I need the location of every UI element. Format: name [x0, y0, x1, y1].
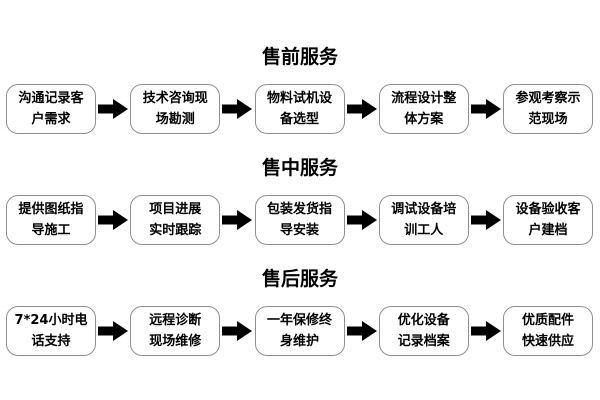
flow-step-line: 流程设计整: [391, 91, 457, 106]
arrow-right-icon: [222, 210, 253, 230]
flow-step-line: 技术咨询现: [142, 91, 208, 106]
section-midsale: 售中服务 提供图纸指 导施工 项目进展 实时跟踪 包装发货指 导安装 调试设备培…: [0, 157, 600, 245]
flow-step-line: 项目进展: [149, 202, 202, 217]
flow-step-line: 体方案: [404, 112, 444, 127]
flow-step-line: 现场维修: [149, 334, 202, 349]
flow-step-line: 优质配件: [521, 313, 574, 328]
flow-step-line: 话支持: [31, 334, 71, 349]
arrow-right-icon: [98, 321, 129, 341]
flow-step-line: 远程诊断: [149, 313, 202, 328]
flow-step-box: 流程设计整 体方案: [378, 84, 469, 134]
arrow-right-icon: [222, 99, 253, 119]
arrow-right-icon: [470, 99, 501, 119]
flow-step-line: 记录档案: [397, 334, 450, 349]
section-title-aftersale: 售后服务: [261, 268, 338, 290]
arrow-right-icon: [470, 210, 501, 230]
flow-step-box: 包装发货指 导安装: [254, 195, 345, 245]
section-title-midsale: 售中服务: [261, 157, 338, 179]
flow-step-box: 项目进展 实时跟踪: [130, 195, 221, 245]
flow-step-box: 沟通记录客 户需求: [6, 84, 96, 134]
flow-step-box: 调试设备培 训工人: [378, 195, 469, 245]
flow-step-box: 一年保修终 身维护: [254, 306, 345, 356]
flow-step-box: 优质配件 快速供应: [503, 306, 593, 356]
flow-step-box: 提供图纸指 导施工: [6, 195, 96, 245]
flow-step-line: 导安装: [279, 223, 319, 238]
flow-step-line: 沟通记录客: [18, 91, 84, 106]
arrow-right-icon: [98, 99, 129, 119]
flow-step-line: 范现场: [528, 112, 568, 127]
flow-step-box: 远程诊断 现场维修: [130, 306, 221, 356]
flow-step-line: 备选型: [279, 112, 319, 127]
flow-step-line: 设备验收客: [515, 202, 581, 217]
flow-step-line: 导施工: [31, 223, 71, 238]
flow-step-line: 身维护: [279, 334, 319, 349]
flow-step-line: 参观考察示: [515, 91, 581, 106]
arrow-right-icon: [98, 210, 129, 230]
flow-step-box: 参观考察示 范现场: [503, 84, 593, 134]
arrow-right-icon: [222, 321, 253, 341]
flow-step-line: 实时跟踪: [149, 223, 202, 238]
flow-step-box: 7*24小时电 话支持: [6, 306, 96, 356]
section-title-presale: 售前服务: [261, 46, 338, 68]
arrow-right-icon: [346, 321, 377, 341]
flow-step-line: 训工人: [404, 223, 444, 238]
flow-step-line: 优化设备: [397, 313, 450, 328]
flow-step-line: 快速供应: [521, 334, 574, 349]
arrow-right-icon: [346, 210, 377, 230]
flow-step-line: 一年保修终: [266, 313, 332, 328]
section-presale: 售前服务 沟通记录客 户需求 技术咨询现 场勘测 物料试机设 备选型 流程设计整…: [0, 46, 600, 134]
flow-step-line: 物料试机设: [266, 91, 332, 106]
flow-step-line: 提供图纸指: [18, 202, 84, 217]
flow-step-line: 调试设备培: [391, 202, 457, 217]
flow-row-aftersale: 7*24小时电 话支持 远程诊断 现场维修 一年保修终 身维护 优化设备 记录档…: [0, 306, 600, 356]
flow-step-line: 户需求: [31, 112, 71, 127]
flow-step-line: 场勘测: [155, 112, 195, 127]
flow-row-presale: 沟通记录客 户需求 技术咨询现 场勘测 物料试机设 备选型 流程设计整 体方案 …: [0, 84, 600, 134]
flow-step-box: 优化设备 记录档案: [378, 306, 469, 356]
section-aftersale: 售后服务 7*24小时电 话支持 远程诊断 现场维修 一年保修终 身维护 优化设…: [0, 268, 600, 356]
arrow-right-icon: [346, 99, 377, 119]
flow-row-midsale: 提供图纸指 导施工 项目进展 实时跟踪 包装发货指 导安装 调试设备培 训工人 …: [0, 195, 600, 245]
flow-step-line: 户建档: [528, 223, 568, 238]
flow-step-line: 包装发货指: [266, 202, 332, 217]
flow-step-box: 物料试机设 备选型: [254, 84, 345, 134]
flow-step-line: 7*24小时电: [14, 313, 88, 328]
flow-step-box: 技术咨询现 场勘测: [130, 84, 221, 134]
flow-step-box: 设备验收客 户建档: [503, 195, 593, 245]
arrow-right-icon: [470, 321, 501, 341]
